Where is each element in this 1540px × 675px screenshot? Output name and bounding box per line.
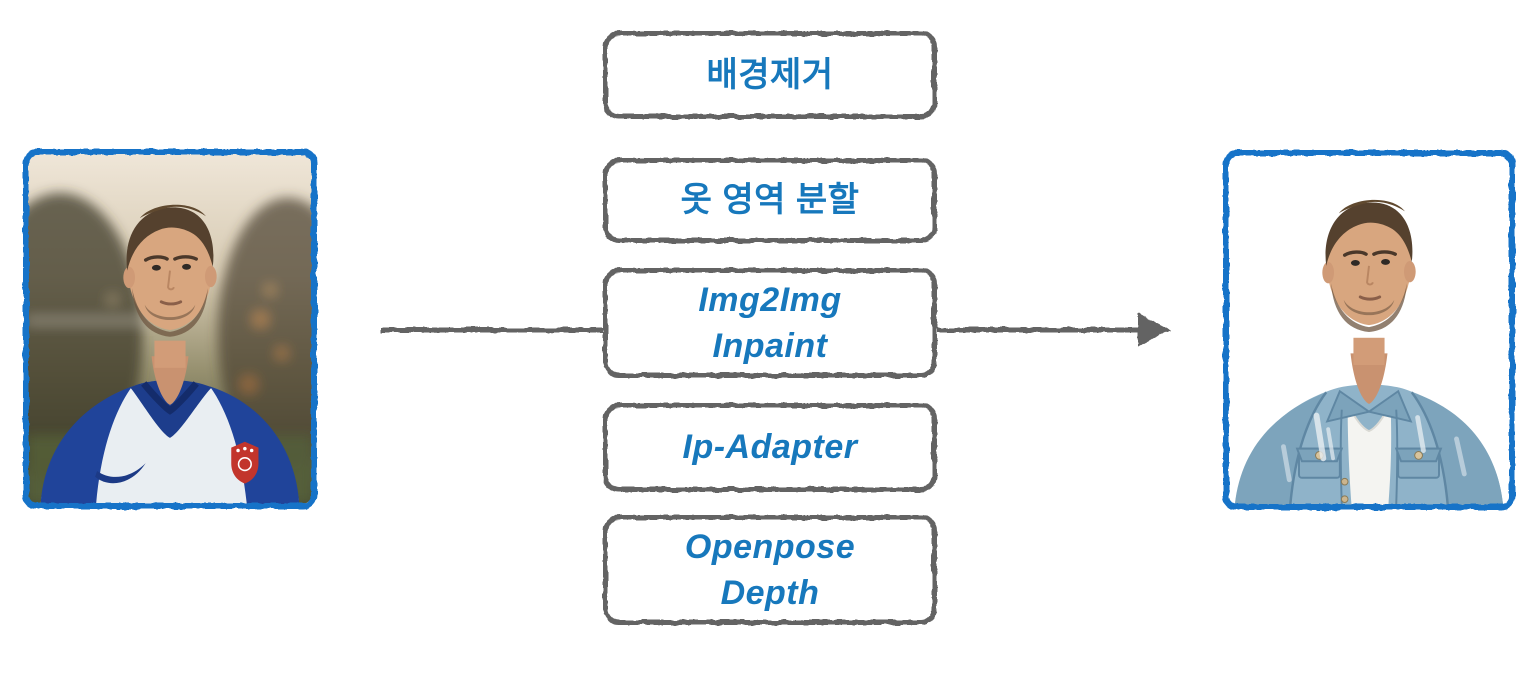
box-openpose-label: Openpose — [684, 527, 856, 566]
portrait-head — [1322, 199, 1416, 404]
output-photo-frame — [1223, 150, 1515, 510]
box-background-removal-label: 배경제거 — [706, 55, 834, 94]
jersey — [40, 380, 300, 504]
denim-jacket — [1234, 384, 1504, 505]
box-background-removal: 배경제거 — [603, 31, 937, 119]
box-img2img-label: Img2Img — [698, 280, 842, 319]
denim-jacket-portrait — [1228, 155, 1510, 505]
box-cloth-segmentation-label: 옷 영역 분할 — [680, 181, 860, 220]
output-photo — [1228, 155, 1510, 505]
box-openpose-depth: Openpose Depth — [603, 515, 937, 625]
box-ip-adapter: Ip-Adapter — [603, 403, 937, 492]
box-depth-label: Depth — [720, 574, 820, 612]
input-photo-frame — [23, 149, 317, 509]
portrait-head — [123, 204, 217, 405]
box-img2img-inpaint: Img2Img Inpaint — [603, 268, 937, 378]
soccer-jersey-portrait — [28, 154, 312, 504]
input-photo — [28, 154, 312, 504]
box-ip-adapter-label: Ip-Adapter — [682, 428, 858, 467]
box-inpaint-label: Inpaint — [712, 327, 828, 365]
box-cloth-segmentation: 옷 영역 분할 — [603, 158, 937, 243]
